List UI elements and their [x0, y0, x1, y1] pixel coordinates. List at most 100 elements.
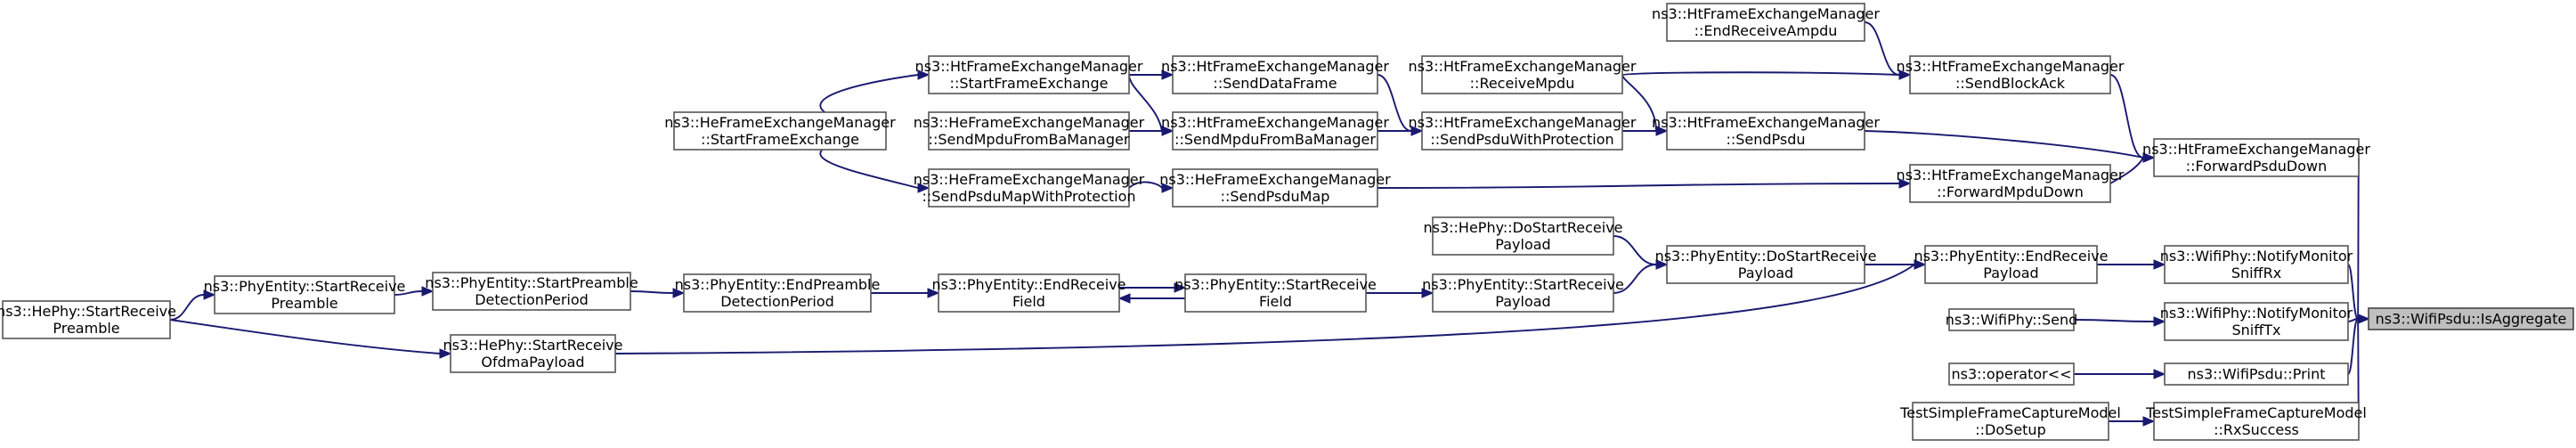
node-label-line: ns3::PhyEntity::DoStartReceive — [1655, 248, 1877, 265]
node-box — [1924, 245, 2098, 284]
node-label-line: ns3::PhyEntity::EndReceive — [931, 276, 1125, 293]
node-sendblockack[interactable]: ns3::HtFrameExchangeManager::SendBlockAc… — [1897, 55, 2125, 94]
node-label-line: TestSimpleFrameCaptureModel — [1899, 404, 2121, 421]
edge-line — [1128, 181, 1163, 189]
node-label-line: Payload — [1495, 236, 1550, 253]
node-box — [1172, 55, 1378, 94]
node-endreceiveampdu[interactable]: ns3::HtFrameExchangeManager::EndReceiveA… — [1652, 3, 1880, 42]
node-wifiphysend[interactable]: ns3::WifiPhy::Send — [1946, 308, 2078, 331]
node-hestartframeexch[interactable]: ns3::HeFrameExchangeManager::StartFrameE… — [664, 111, 896, 151]
arrowhead-icon — [1914, 259, 1927, 270]
edge-startreceivefield-to-startreceivepayload — [1366, 288, 1434, 298]
arrowhead-icon — [1410, 126, 1424, 136]
edge-fwdmpdudown-to-fwdpsdudown — [2109, 152, 2156, 184]
edge-htstartframeexch-to-senddataframe — [1129, 69, 1174, 80]
node-hesendpsdumap[interactable]: ns3::HeFrameExchangeManager::SendPsduMap — [1159, 168, 1391, 208]
node-label-line: ns3::HtFrameExchangeManager — [1652, 5, 1880, 22]
node-dosetup[interactable]: TestSimpleFrameCaptureModel::DoSetup — [1899, 402, 2121, 441]
node-label-line: ns3::PhyEntity::EndPreamble — [675, 276, 881, 293]
node-label-line: ns3::HeFrameExchangeManager — [914, 114, 1145, 131]
node-box — [1909, 55, 2111, 94]
node-senddataframe[interactable]: ns3::HtFrameExchangeManager::SendDataFra… — [1161, 55, 1389, 94]
node-label-line: Field — [1259, 293, 1292, 310]
arrowhead-icon — [1161, 69, 1174, 80]
node-rxsuccess[interactable]: TestSimpleFrameCaptureModel::RxSuccess — [2145, 402, 2367, 441]
node-fwdmpdudown[interactable]: ns3::HtFrameExchangeManager::ForwardMpdu… — [1897, 164, 2125, 203]
node-label-line: Payload — [1738, 265, 1793, 281]
node-label-line: ns3::HtFrameExchangeManager — [1409, 114, 1637, 131]
node-label-line: TestSimpleFrameCaptureModel — [2145, 404, 2367, 421]
edge-line — [2073, 319, 2155, 322]
node-label-line: SniffRx — [2231, 265, 2281, 281]
node-hesendpsdumapprot[interactable]: ns3::HeFrameExchangeManager::SendPsduMap… — [914, 168, 1145, 208]
node-label-line: ns3::HePhy::StartReceive — [443, 337, 623, 354]
node-receivempdu[interactable]: ns3::HtFrameExchangeManager::ReceiveMpdu — [1409, 55, 1637, 94]
root-node[interactable]: ns3::WifiPsdu::IsAggregate — [2368, 307, 2574, 330]
node-box — [2153, 402, 2360, 441]
edge-line — [169, 294, 205, 321]
node-hesendmpdufromba[interactable]: ns3::HeFrameExchangeManager::SendMpduFro… — [914, 111, 1145, 151]
arrowhead-icon — [1161, 183, 1174, 193]
edge-line — [2347, 318, 2359, 375]
arrowhead-icon — [1174, 282, 1187, 293]
node-box — [673, 111, 887, 151]
node-box — [1666, 245, 1865, 284]
node-label-line: ns3::HtFrameExchangeManager — [1409, 58, 1637, 75]
node-label-line: ns3::HePhy::DoStartReceive — [1423, 219, 1622, 236]
edge-line — [2109, 74, 2144, 159]
node-label-line: ns3::PhyEntity::StartReceive — [1422, 276, 1624, 293]
node-label-line: ::SendMpduFromBaManager — [929, 131, 1130, 148]
node-sendpsduwithprot[interactable]: ns3::HtFrameExchangeManager::SendPsduWit… — [1409, 111, 1637, 151]
node-box — [2164, 245, 2349, 284]
edge-line — [2347, 264, 2359, 320]
node-htstartframeexch[interactable]: ns3::HtFrameExchangeManager::StartFrameE… — [915, 55, 1143, 94]
edge-hestartreceivepreamble-to-startreceivepreamble — [169, 289, 216, 321]
node-fwdpsdudown[interactable]: ns3::HtFrameExchangeManager::ForwardPsdu… — [2142, 138, 2370, 177]
edge-hesendpsdumap-to-fwdmpdudown — [1377, 178, 1912, 189]
arrowhead-icon — [1655, 126, 1669, 136]
node-htsendmpdufromba[interactable]: ns3::HtFrameExchangeManager::SendMpduFro… — [1161, 111, 1389, 151]
node-operatorlshift[interactable]: ns3::operator<< — [1948, 362, 2075, 386]
node-label-line: ns3::HtFrameExchangeManager — [2142, 141, 2370, 158]
edge-line — [1613, 264, 1657, 294]
node-label-line: ns3::operator<< — [1951, 366, 2071, 383]
node-label-line: ::StartFrameExchange — [701, 131, 859, 148]
arrowhead-icon — [917, 69, 930, 80]
node-box — [2153, 138, 2360, 177]
node-label-line: DetectionPeriod — [720, 293, 834, 310]
edge-hestartreceiveofdma-to-endreceivepayload — [614, 259, 1927, 354]
node-print[interactable]: ns3::WifiPsdu::Print — [2164, 362, 2349, 386]
edge-operatorlshift-to-print — [2073, 369, 2166, 379]
node-box — [1172, 168, 1378, 208]
arrowhead-icon — [2153, 316, 2166, 327]
node-label-line: OfdmaPayload — [481, 354, 584, 371]
node-box — [214, 275, 395, 314]
edge-startpreambledet-to-endpreambledet — [630, 288, 686, 298]
arrowhead-icon — [2357, 314, 2370, 324]
node-box — [928, 55, 1130, 94]
node-endpreambledet[interactable]: ns3::PhyEntity::EndPreambleDetectionPeri… — [675, 273, 881, 313]
node-box — [1666, 111, 1865, 151]
node-label-line: ::ReceiveMpdu — [1470, 75, 1575, 92]
edge-line — [394, 290, 423, 296]
node-sendpsdu[interactable]: ns3::HtFrameExchangeManager::SendPsdu — [1652, 111, 1880, 151]
arrowhead-icon — [2153, 369, 2166, 379]
node-startpreambledet[interactable]: ns3::PhyEntity::StartPreambleDetectionPe… — [425, 272, 638, 311]
edge-startreceivefield-to-endreceivefield — [1117, 293, 1185, 304]
nodes-layer: ns3::WifiPsdu::IsAggregate ns3::HtFrameEx… — [0, 3, 2574, 441]
node-box — [928, 111, 1130, 151]
node-label-line: ::SendPsduWithProtection — [1430, 131, 1613, 148]
node-label-line: SniffTx — [2231, 322, 2280, 338]
